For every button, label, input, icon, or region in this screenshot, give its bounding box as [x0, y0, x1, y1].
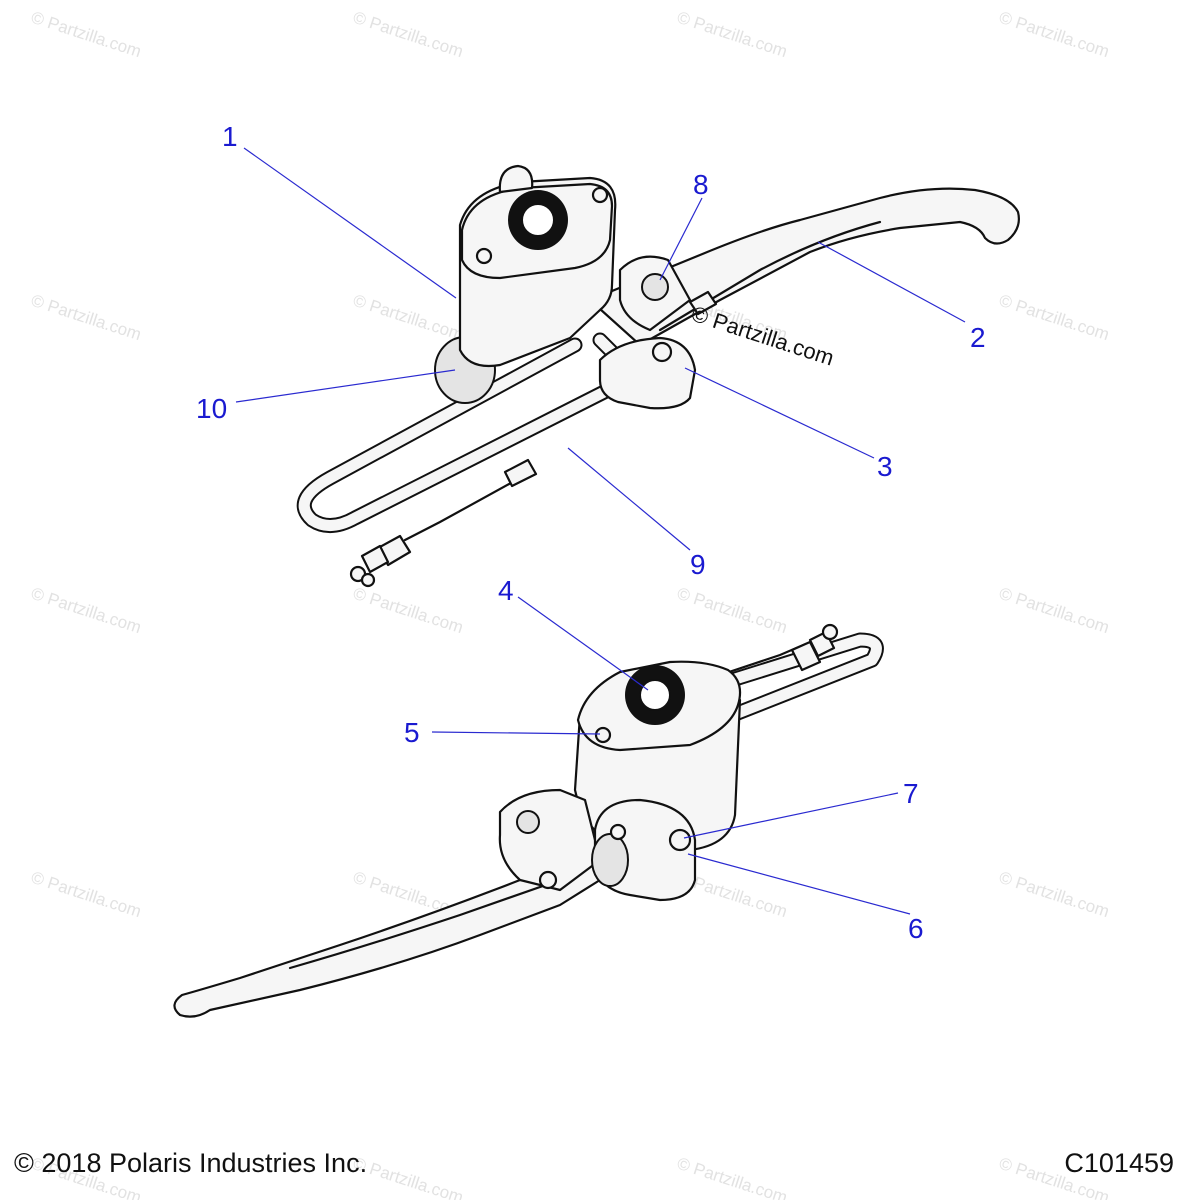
callout-labels: 1 2 3 4 5 6 7 8 9 10: [196, 121, 986, 944]
watermark-7: © Partzilla.com: [997, 291, 1112, 344]
watermark-9: © Partzilla.com: [351, 584, 466, 637]
callout-10: 10: [196, 393, 227, 424]
lower-wire-connector: [790, 623, 839, 672]
lower-master-cylinder-assembly: [173, 623, 884, 1018]
watermark-17: © Partzilla.com: [351, 1154, 466, 1200]
watermark-12: © Partzilla.com: [29, 868, 144, 921]
copyright-notice: © 2018 Polaris Industries Inc.: [14, 1148, 368, 1178]
leader-4: [517, 596, 649, 691]
watermark-0: © Partzilla.com: [29, 8, 144, 61]
upper-clamp: [598, 336, 697, 410]
leader-1: [243, 147, 457, 299]
leader-10: [235, 369, 456, 403]
leader-3: [684, 367, 875, 459]
watermark-15: © Partzilla.com: [997, 868, 1112, 921]
lower-lever: [173, 848, 602, 1018]
callout-leaders: [235, 147, 966, 915]
leader-6: [687, 853, 911, 915]
watermark-4: © Partzilla.com: [29, 291, 144, 344]
leader-8: [659, 197, 703, 281]
drawing-number: C101459: [1064, 1148, 1174, 1178]
leader-5: [431, 731, 601, 735]
lower-cap-center: [639, 679, 671, 711]
upper-cap-center: [521, 203, 555, 237]
watermark-1: © Partzilla.com: [351, 8, 466, 61]
watermark-3: © Partzilla.com: [997, 8, 1112, 61]
callout-1: 1: [222, 121, 238, 152]
callout-6: 6: [908, 913, 924, 944]
callout-2: 2: [970, 322, 986, 353]
callout-4: 4: [498, 575, 514, 606]
watermark-5: © Partzilla.com: [351, 291, 466, 344]
drawing-watermark: © Partzilla.com: [688, 301, 837, 371]
callout-8: 8: [693, 169, 709, 200]
callout-5: 5: [404, 717, 420, 748]
watermark-18: © Partzilla.com: [675, 1154, 790, 1200]
leader-7: [683, 792, 899, 839]
wire-connector: [349, 534, 412, 588]
watermark-10: © Partzilla.com: [675, 584, 790, 637]
watermark-11: © Partzilla.com: [997, 584, 1112, 637]
leader-2: [817, 241, 966, 323]
lower-bleeder-screw: [594, 726, 612, 744]
watermark-8: © Partzilla.com: [29, 584, 144, 637]
callout-9: 9: [690, 549, 706, 580]
upper-pivot-bolt: [641, 273, 669, 301]
upper-master-cylinder-assembly: © Partzilla.com: [296, 164, 1020, 588]
watermark-2: © Partzilla.com: [675, 8, 790, 61]
leader-9: [567, 447, 691, 551]
callout-7: 7: [903, 778, 919, 809]
lower-clamp-bolt: [668, 828, 692, 852]
callout-3: 3: [877, 451, 893, 482]
